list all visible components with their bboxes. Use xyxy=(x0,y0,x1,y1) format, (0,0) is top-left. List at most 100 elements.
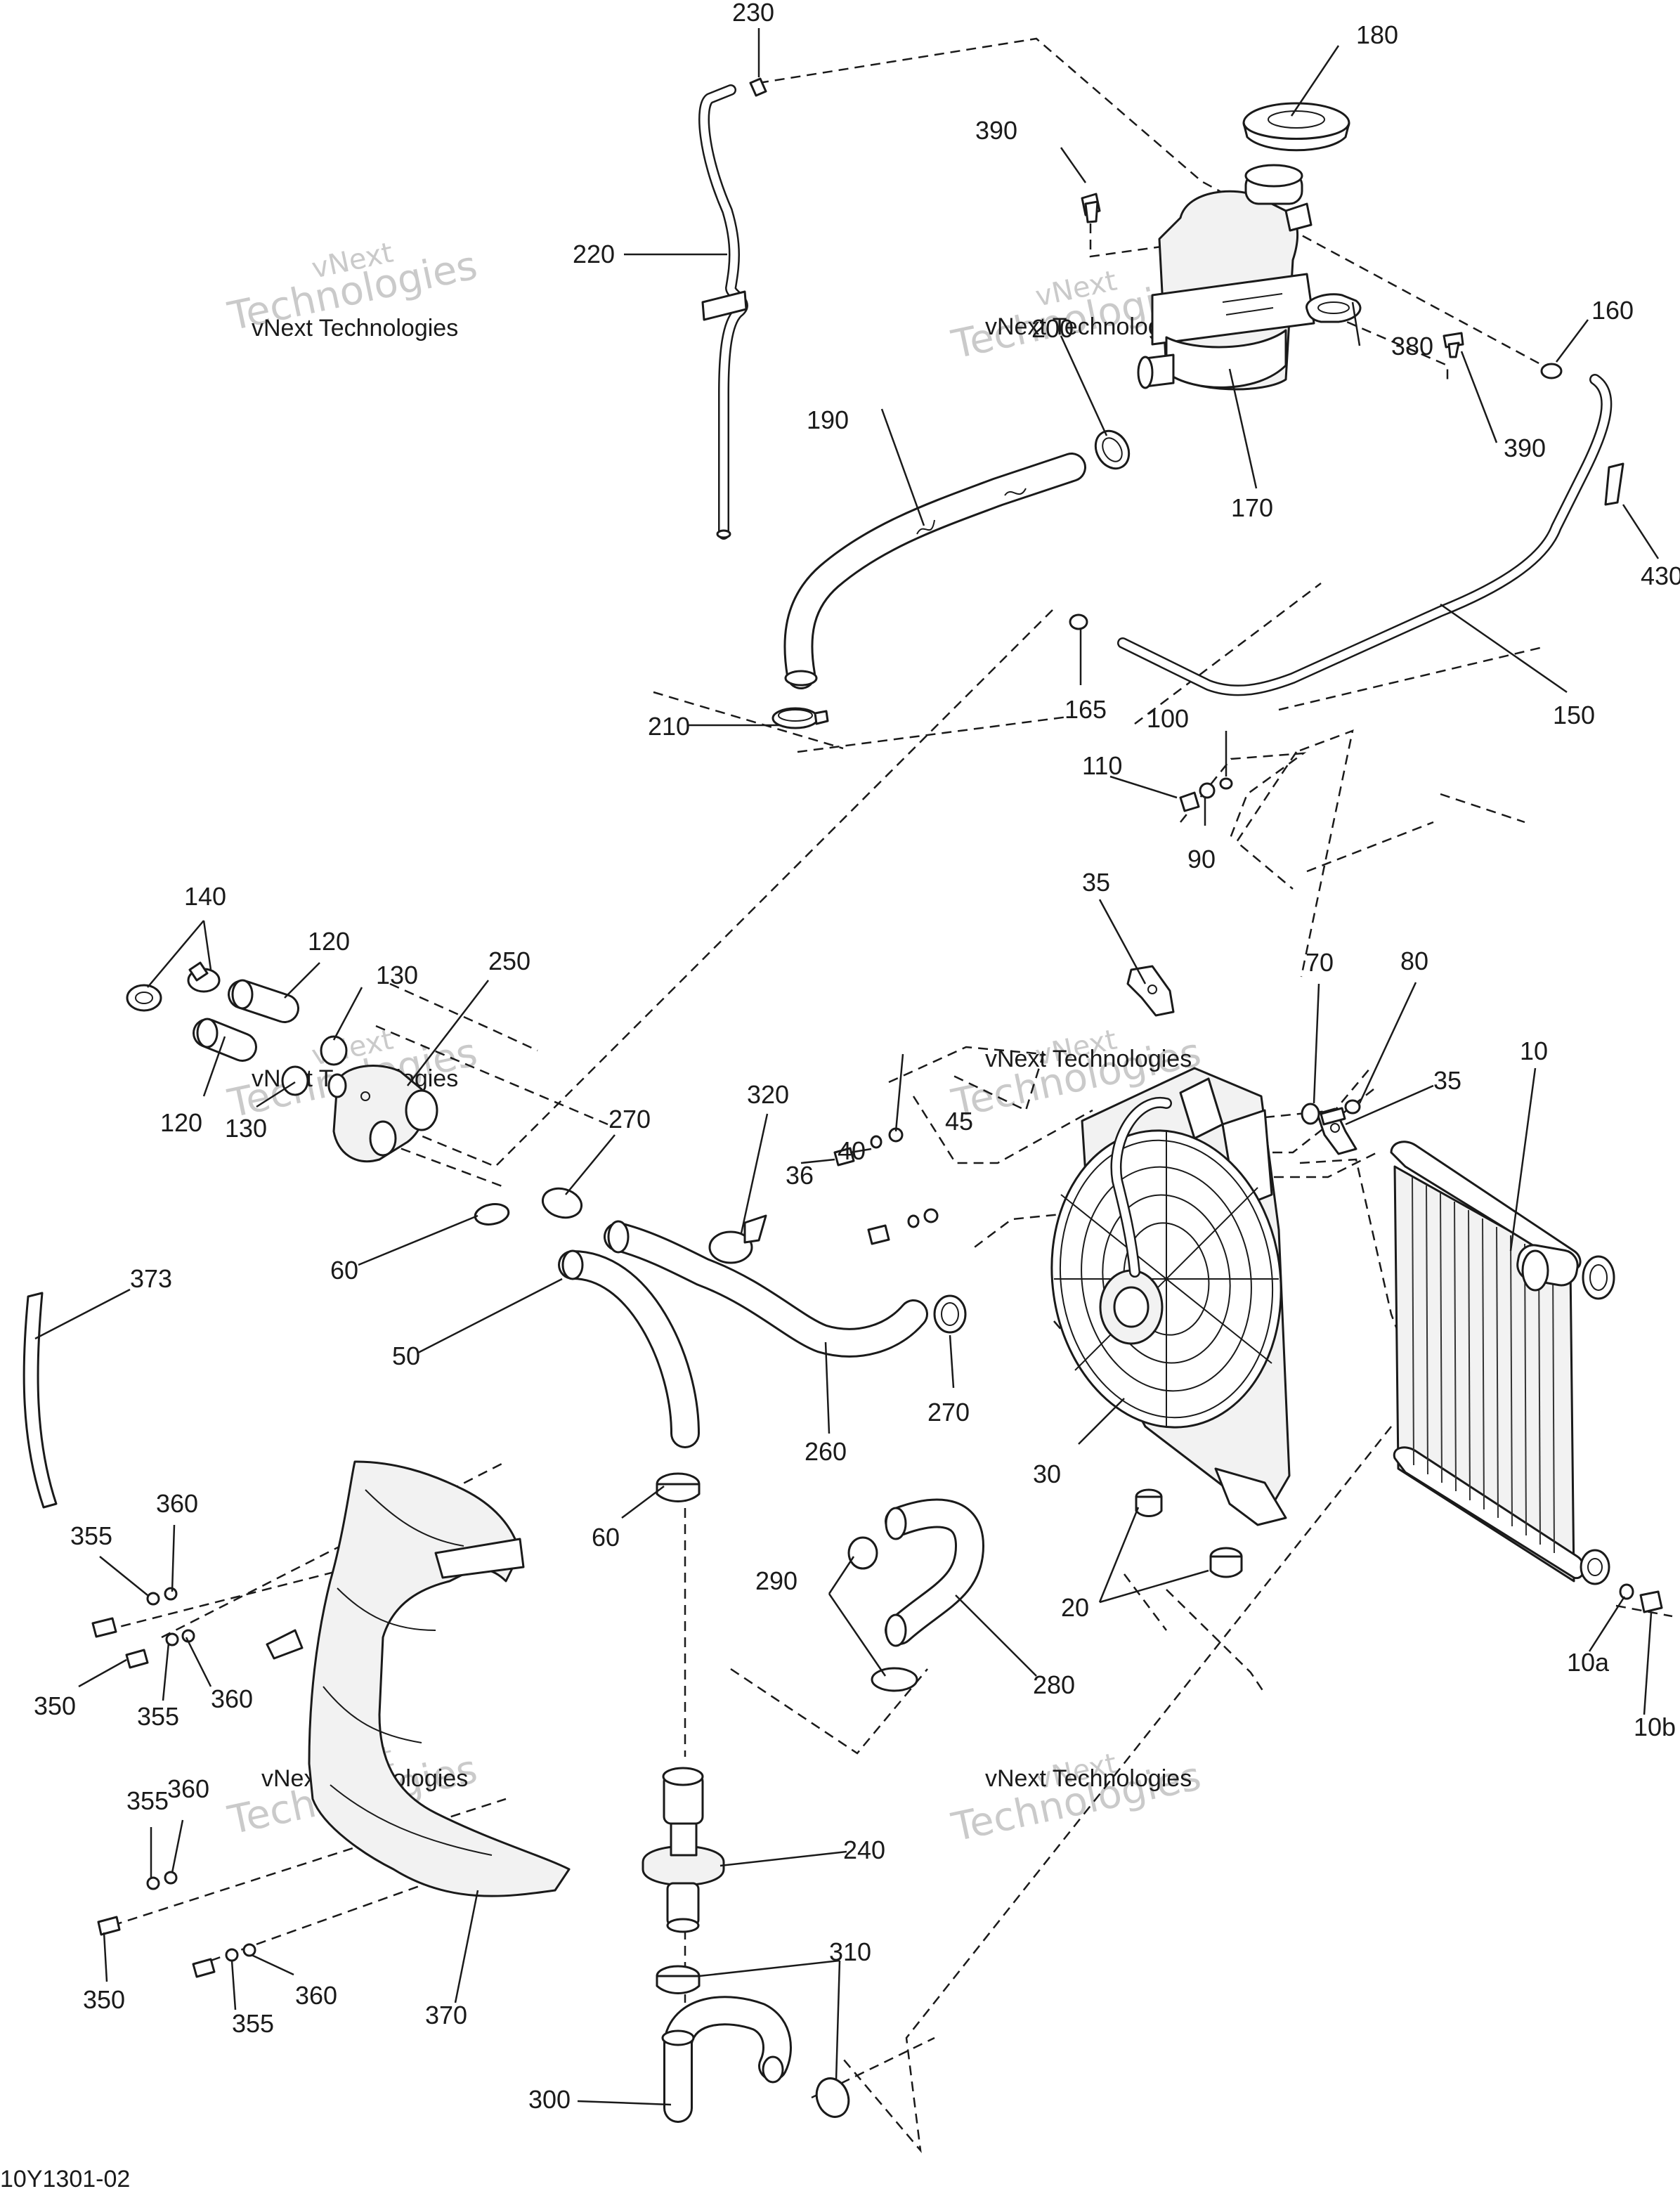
callout-360: 360 xyxy=(211,1684,253,1713)
callout-360: 360 xyxy=(167,1774,209,1803)
watermark-text: vNext Technologies xyxy=(985,1046,1192,1072)
grommet-380 xyxy=(1305,293,1362,323)
thermostat-housing-250 xyxy=(327,1065,438,1163)
callout-230: 230 xyxy=(732,0,774,27)
callout-380: 380 xyxy=(1391,332,1433,360)
callout-130: 130 xyxy=(225,1114,267,1143)
callout-90: 90 xyxy=(1187,845,1216,873)
leader-lines xyxy=(34,28,1660,2106)
clamp-200 xyxy=(1094,429,1131,470)
elbow-hose-300 xyxy=(661,1996,792,2123)
grommet-20-a xyxy=(1135,1488,1163,1517)
callout-370: 370 xyxy=(425,2001,467,2029)
clip-390-top xyxy=(1081,193,1101,223)
callout-310: 310 xyxy=(829,1937,871,1966)
clamp-60-upper xyxy=(474,1203,510,1226)
callout-355: 355 xyxy=(232,2009,274,2038)
callout-290: 290 xyxy=(755,1566,797,1595)
hose-120-upper xyxy=(228,979,299,1023)
callout-210: 210 xyxy=(648,712,690,741)
radiator-10 xyxy=(1390,1141,1615,1585)
callout-350: 350 xyxy=(34,1691,76,1720)
callout-140: 140 xyxy=(184,882,226,911)
callout-270: 270 xyxy=(608,1105,651,1133)
callout-150: 150 xyxy=(1553,701,1595,729)
callout-270: 270 xyxy=(927,1398,970,1427)
callout-40: 40 xyxy=(838,1136,866,1165)
expansion-tank-170 xyxy=(1137,164,1315,391)
clamp-bracket-320 xyxy=(708,1214,767,1264)
clamp-310-upper xyxy=(656,1965,701,1994)
hardware-70-80 xyxy=(1301,1099,1361,1126)
callout-280: 280 xyxy=(1033,1670,1075,1699)
clamp-270-upper xyxy=(541,1187,583,1219)
callout-430: 430 xyxy=(1641,561,1680,590)
callout-35: 35 xyxy=(1433,1066,1461,1095)
callout-390: 390 xyxy=(975,116,1017,145)
diagram-reference-code: 10Y1301-02 xyxy=(0,2166,130,2192)
tube-150 xyxy=(1117,374,1613,696)
clamp-270-lower xyxy=(933,1294,967,1334)
callout-350: 350 xyxy=(83,1985,125,2014)
callout-30: 30 xyxy=(1033,1460,1061,1488)
callout-100: 100 xyxy=(1147,704,1189,733)
clamp-290-lower xyxy=(871,1667,918,1692)
callout-70: 70 xyxy=(1305,948,1334,977)
callout-355: 355 xyxy=(137,1702,179,1731)
callout-130: 130 xyxy=(376,961,418,989)
callout-320: 320 xyxy=(747,1080,789,1109)
callout-165: 165 xyxy=(1064,695,1107,724)
callout-20: 20 xyxy=(1061,1593,1089,1622)
callout-10b: 10b xyxy=(1634,1713,1676,1741)
callout-220: 220 xyxy=(573,240,615,268)
clamps-140 xyxy=(126,961,221,1012)
callout-373: 373 xyxy=(130,1264,172,1293)
hose-280 xyxy=(885,1498,984,1647)
callout-260: 260 xyxy=(805,1437,847,1466)
hardware-100-110-90 xyxy=(1179,777,1233,812)
sleeve-430 xyxy=(1604,462,1624,506)
callout-355: 355 xyxy=(70,1521,112,1550)
fan-assembly-30 xyxy=(1050,1067,1291,1526)
callout-180: 180 xyxy=(1356,20,1398,49)
callout-360: 360 xyxy=(295,1981,337,2010)
callout-10a: 10a xyxy=(1567,1648,1610,1677)
callout-355: 355 xyxy=(126,1786,169,1815)
callout-170: 170 xyxy=(1231,493,1273,522)
hose-120-lower xyxy=(193,1018,257,1062)
radiator-cap-180 xyxy=(1242,102,1350,152)
fitting-240 xyxy=(642,1767,725,1933)
hardware-350-355-360-lower xyxy=(97,1871,256,1978)
callout-250: 250 xyxy=(488,947,530,975)
hose-190 xyxy=(783,453,1086,689)
callout-360: 360 xyxy=(156,1489,198,1518)
clamp-310-lower xyxy=(815,2077,850,2118)
callout-36: 36 xyxy=(786,1161,814,1190)
bracket-35-top xyxy=(1126,965,1175,1017)
callout-390: 390 xyxy=(1504,434,1546,462)
clamp-60-lower xyxy=(656,1472,701,1502)
hardware-350-355-360-upper xyxy=(91,1587,195,1669)
radiator-fins xyxy=(1412,1176,1555,1554)
callout-labels: 230 180 390 220 200 380 160 390 190 170 … xyxy=(34,0,1680,2114)
callout-160: 160 xyxy=(1591,296,1634,325)
callout-10: 10 xyxy=(1520,1037,1548,1065)
watermark-text: vNext Technologies xyxy=(985,1765,1192,1792)
clamp-210 xyxy=(771,707,829,729)
callout-60: 60 xyxy=(330,1256,358,1285)
hardware-10a-10b xyxy=(1619,1583,1663,1613)
callout-120: 120 xyxy=(160,1108,202,1137)
callout-190: 190 xyxy=(807,405,849,434)
callout-80: 80 xyxy=(1400,947,1428,975)
clip-390-right xyxy=(1443,332,1464,358)
grommet-20-b xyxy=(1209,1547,1243,1578)
hose-50 xyxy=(558,1249,700,1448)
clamps-130 xyxy=(281,1035,348,1096)
callout-45: 45 xyxy=(945,1107,973,1136)
overflow-tube-220 xyxy=(698,84,748,540)
callout-35: 35 xyxy=(1082,868,1110,897)
callout-110: 110 xyxy=(1082,751,1122,780)
callout-50: 50 xyxy=(392,1341,420,1370)
callout-300: 300 xyxy=(528,2085,571,2114)
